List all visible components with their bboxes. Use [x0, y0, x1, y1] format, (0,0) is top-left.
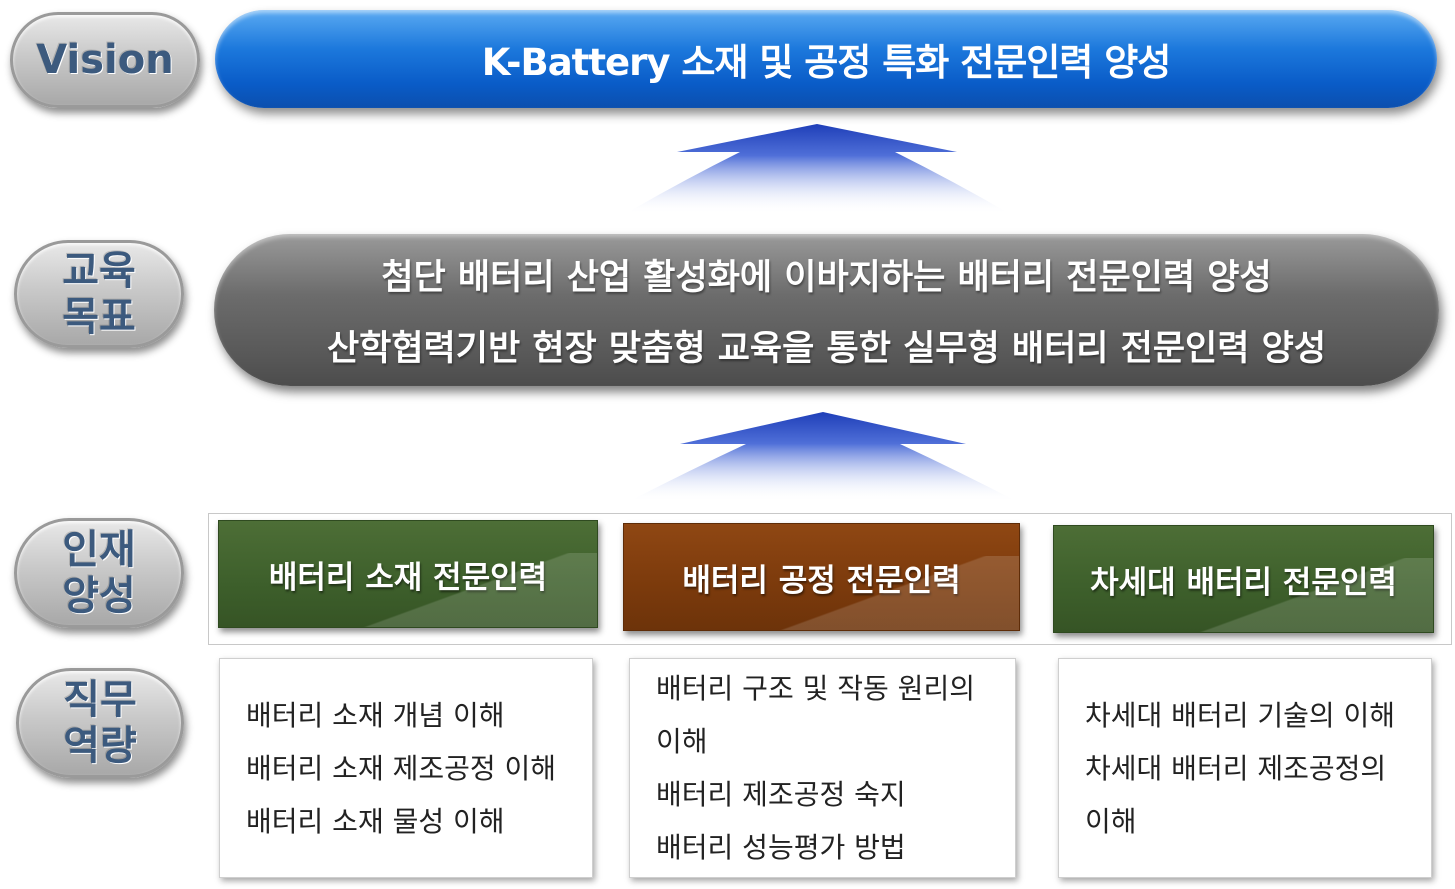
goal-label-line2: 목표: [62, 294, 136, 340]
duty-box-nextgen: 차세대 배터리 기술의 이해 차세대 배터리 제조공정의 이해: [1058, 658, 1432, 878]
talent-box-process: 배터리 공정 전문인력: [623, 523, 1020, 631]
duty-box-material: 배터리 소재 개념 이해 배터리 소재 제조공정 이해 배터리 소재 물성 이해: [219, 658, 593, 878]
talent-box-label: 배터리 소재 전문인력: [268, 559, 548, 596]
duty-item: 차세대 배터리 제조공정의: [1085, 751, 1387, 785]
duty-item: 배터리 제조공정 숙지: [656, 778, 906, 811]
goal-label: 교육 목표: [14, 240, 184, 348]
vision-label-text: Vision: [36, 37, 174, 83]
talent-box-material: 배터리 소재 전문인력: [218, 520, 598, 628]
goal-line: 첨단 배터리 산업 활성화에 이바지하는 배터리 전문인력 양성: [381, 258, 1272, 298]
up-arrow-icon: [625, 124, 1010, 214]
duty-label-line1: 직무: [63, 677, 137, 723]
duty-box-process: 배터리 구조 및 작동 원리의 이해 배터리 제조공정 숙지 배터리 성능평가 …: [629, 658, 1016, 878]
duty-item: 이해: [1085, 804, 1137, 838]
talent-label: 인재 양성: [14, 518, 184, 628]
up-arrow-icon: [628, 412, 1018, 502]
duty-item: 배터리 소재 개념 이해: [246, 698, 505, 732]
goal-line: 산학협력기반 현장 맞춤형 교육을 통한 실무형 배터리 전문인력 양성: [326, 329, 1327, 369]
vision-banner: K-Battery 소재 및 공정 특화 전문인력 양성: [215, 10, 1437, 108]
talent-box-label: 차세대 배터리 전문인력: [1090, 564, 1397, 601]
goal-banner: 첨단 배터리 산업 활성화에 이바지하는 배터리 전문인력 양성 산학협력기반 …: [214, 234, 1439, 386]
talent-box-label: 배터리 공정 전문인력: [682, 562, 961, 599]
duty-item: 이해: [656, 725, 708, 758]
duty-item: 배터리 구조 및 작동 원리의: [656, 672, 975, 705]
vision-text: K-Battery 소재 및 공정 특화 전문인력 양성: [481, 41, 1172, 84]
talent-box-nextgen: 차세대 배터리 전문인력: [1053, 525, 1434, 633]
duty-item: 차세대 배터리 기술의 이해: [1085, 698, 1396, 732]
vision-label: Vision: [10, 12, 200, 108]
duty-item: 배터리 소재 제조공정 이해: [246, 751, 557, 785]
goal-label-line1: 교육: [62, 248, 136, 294]
duty-label: 직무 역량: [16, 668, 184, 778]
talent-label-line2: 양성: [62, 573, 136, 619]
duty-item: 배터리 성능평가 방법: [656, 831, 906, 864]
talent-label-line1: 인재: [62, 527, 136, 573]
duty-item: 배터리 소재 물성 이해: [246, 804, 505, 838]
duty-label-line2: 역량: [63, 723, 137, 769]
